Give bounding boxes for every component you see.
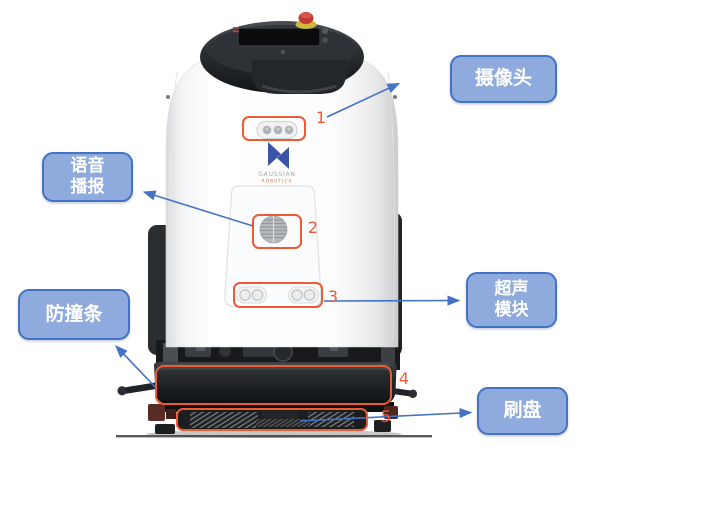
label-voice-broadcast: 语音 播报 <box>42 152 133 202</box>
callout-number-voice: 2 <box>307 218 319 237</box>
camera-module <box>256 120 298 140</box>
callout-box-brush <box>176 408 368 431</box>
logo-mark-g <box>268 142 281 166</box>
carry-handle <box>252 60 346 94</box>
arrow-camera <box>326 82 401 118</box>
callout-box-ultrasonic <box>233 282 323 308</box>
callout-box-camera <box>242 116 306 141</box>
brand-name: GAUSSIAN <box>258 171 296 178</box>
callout-number-brush: 5 <box>380 407 392 426</box>
head-button-1 <box>322 28 328 34</box>
label-anti-collision-strip: 防撞条 <box>18 289 130 340</box>
squeegee-handles <box>117 382 418 399</box>
callout-box-bumper <box>155 365 392 405</box>
logo-mark-s <box>277 147 289 169</box>
label-camera: 摄像头 <box>450 55 557 103</box>
callout-number-ultrasonic: 3 <box>327 287 339 306</box>
brand-sub: ROBOTICS <box>262 179 292 184</box>
touch-screen <box>237 27 321 47</box>
head-button-2 <box>322 37 328 43</box>
label-ultrasonic-module: 超声 模块 <box>466 272 557 328</box>
callout-number-camera: 1 <box>315 108 327 127</box>
arrow-bumper <box>115 345 158 390</box>
robot-head <box>200 12 364 94</box>
callout-number-bumper: 4 <box>398 369 410 388</box>
callout-box-speaker <box>252 214 302 249</box>
floor-shadow <box>116 430 432 438</box>
label-brush-disc: 刷盘 <box>477 387 568 435</box>
arrow-ultrasonic <box>323 295 461 306</box>
ultrasonic-sensors <box>236 286 319 304</box>
arrow-brush <box>299 407 473 422</box>
annotation-arrows <box>115 82 473 422</box>
arrow-voice <box>142 190 254 227</box>
